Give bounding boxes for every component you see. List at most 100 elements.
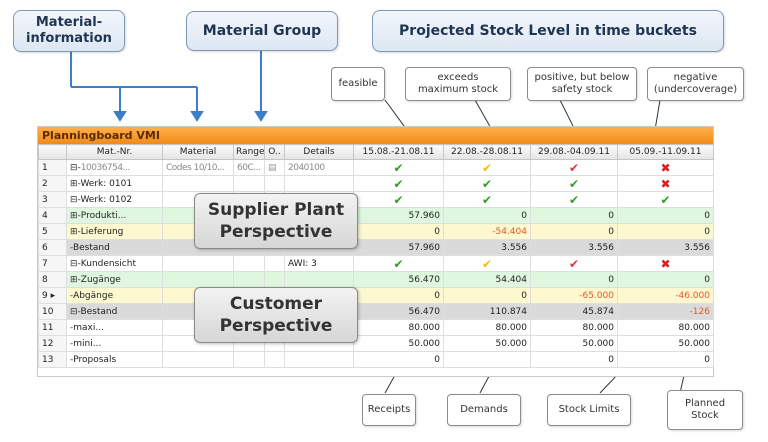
column-header-5[interactable]: Details (284, 144, 354, 160)
row-label[interactable]: ⊞-Werk: 0101 (66, 175, 163, 192)
column-header-3[interactable]: Range (233, 144, 265, 160)
status-cell: ✖ (617, 255, 714, 272)
row-label-text: Abgänge (73, 290, 114, 301)
status-cell: ✔ (353, 191, 444, 208)
value-cell: 0 (530, 271, 618, 288)
tree-toggle-icon[interactable]: - (70, 290, 74, 301)
tree-toggle-icon[interactable]: ⊞- (70, 178, 81, 189)
tree-toggle-icon[interactable]: - (70, 242, 73, 253)
planningboard-title: Planningboard VMI (38, 127, 713, 144)
material-cell (162, 271, 234, 288)
check-icon: ✔ (568, 192, 580, 207)
range-cell (233, 351, 265, 368)
value-cell: 56.470 (353, 271, 444, 288)
projected-stock-callout: Projected Stock Level in time buckets (372, 10, 724, 52)
column-header-2[interactable]: Material (162, 144, 234, 160)
check-icon: ✔ (393, 160, 404, 175)
column-header-9[interactable]: 05.09.-11.09.11 (617, 144, 714, 160)
column-header-8[interactable]: 29.08.-04.09.11 (530, 144, 618, 160)
row-label-text: Werk: 0101 (80, 178, 133, 189)
row-label[interactable]: -mini... (66, 335, 163, 352)
value-cell: 0 (443, 287, 531, 304)
check-icon: ✔ (568, 256, 580, 271)
row-label[interactable]: -Proposals (66, 351, 163, 368)
details-cell (284, 271, 354, 288)
tree-toggle-icon[interactable]: ⊟- (70, 306, 81, 317)
table-row[interactable]: 2⊞-Werk: 0101✔✔✔✖ (38, 175, 714, 192)
row-label[interactable]: ⊟-10036754... (66, 159, 163, 176)
status-cell: ✔ (353, 159, 444, 176)
check-icon: ✔ (393, 192, 404, 207)
column-header-0[interactable] (38, 144, 67, 160)
material-cell (162, 175, 234, 192)
check-icon: ✔ (660, 192, 671, 207)
column-header-7[interactable]: 22.08.-28.08.11 (443, 144, 531, 160)
tree-toggle-icon[interactable]: - (70, 354, 74, 365)
details-cell: AWI: 3 (284, 255, 354, 272)
o-cell (264, 271, 285, 288)
status-cell: ✔ (443, 255, 531, 272)
row-number: 5 (38, 223, 67, 240)
tree-toggle-icon[interactable]: ⊞- (70, 226, 81, 237)
range-cell: 60C... (233, 159, 265, 176)
row-label[interactable]: -maxi... (66, 319, 163, 336)
range-cell (233, 175, 265, 192)
tree-toggle-icon[interactable]: - (70, 338, 74, 349)
tree-toggle-icon[interactable]: - (70, 322, 74, 333)
value-cell: 0 (617, 351, 714, 368)
row-label[interactable]: ⊞-Zugänge (66, 271, 163, 288)
row-label[interactable]: ⊟-Werk: 0102 (66, 191, 163, 208)
feasible-note: feasible (331, 67, 385, 101)
check-icon: ✔ (393, 256, 404, 271)
tree-toggle-icon[interactable]: ⊞- (70, 274, 81, 285)
tree-toggle-icon[interactable]: ⊟- (70, 194, 81, 205)
row-label[interactable]: -Abgänge (66, 287, 163, 304)
exceeds-note: exceeds maximum stock (405, 67, 511, 101)
row-number: 9 ▸ (38, 287, 67, 304)
range-cell (233, 255, 265, 272)
receipts-note: Receipts (362, 394, 416, 426)
value-cell: -65.000 (530, 287, 618, 304)
negative-note: negative (undercoverage) (647, 67, 744, 101)
row-number: 13 (38, 351, 67, 368)
check-icon: ✔ (568, 176, 580, 191)
value-cell: 50.000 (530, 335, 618, 352)
o-cell (264, 255, 285, 272)
value-cell: 80.000 (353, 319, 444, 336)
row-number: 12 (38, 335, 67, 352)
row-label[interactable]: ⊟-Kundensicht (66, 255, 163, 272)
material-cell (162, 351, 234, 368)
tree-toggle-icon[interactable]: ⊟- (70, 258, 81, 269)
row-number: 1 (38, 159, 67, 176)
cross-icon: ✖ (660, 160, 671, 175)
column-header-6[interactable]: 15.08.-21.08.11 (353, 144, 444, 160)
value-cell: 80.000 (530, 319, 618, 336)
table-row[interactable]: 1⊟-10036754...Codes 10/10...60C...▤20401… (38, 159, 714, 176)
row-number: 11 (38, 319, 67, 336)
row-number: 3 (38, 191, 67, 208)
row-label-text: Bestand (80, 306, 118, 317)
column-header-1[interactable]: Mat.-Nr. (66, 144, 163, 160)
row-label[interactable]: ⊟-Bestand (66, 303, 163, 320)
tree-toggle-icon[interactable]: ⊞- (70, 210, 81, 221)
table-row[interactable]: 3⊟-Werk: 0102✔✔✔✔ (38, 191, 714, 208)
value-cell: 0 (353, 351, 444, 368)
tree-toggle-icon[interactable]: ⊟- (70, 162, 81, 173)
row-number: 4 (38, 207, 67, 224)
check-icon: ✔ (481, 160, 493, 175)
row-label[interactable]: ⊞-Produkti... (66, 207, 163, 224)
value-cell: 50.000 (353, 335, 444, 352)
row-label[interactable]: -Bestand (66, 239, 163, 256)
column-header-4[interactable]: O.. (264, 144, 285, 160)
row-label[interactable]: ⊞-Lieferung (66, 223, 163, 240)
